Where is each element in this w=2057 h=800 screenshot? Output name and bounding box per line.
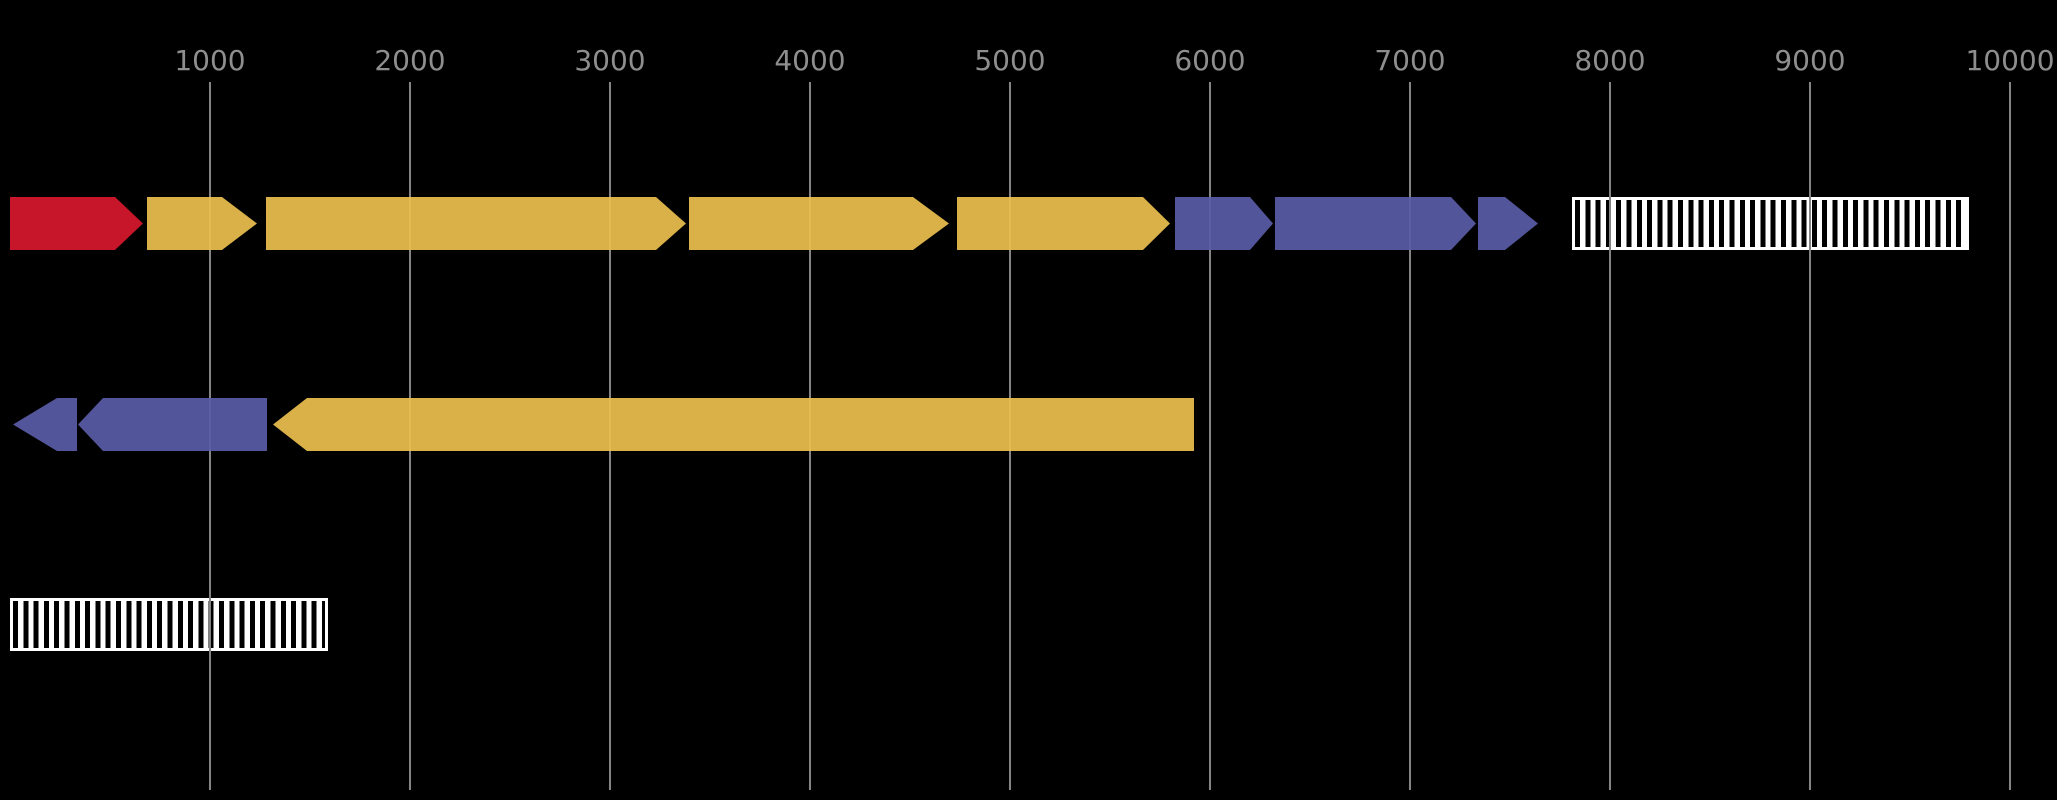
axis-tick-label: 3000 <box>574 44 646 77</box>
gene-arrow-reverse <box>273 398 1194 451</box>
axis-tick-label: 8000 <box>1574 44 1646 77</box>
gridline <box>1609 82 1611 790</box>
gridline <box>1409 82 1411 790</box>
axis-tick-label: 7000 <box>1374 44 1446 77</box>
axis-tick-label: 4000 <box>774 44 846 77</box>
gene-arrow-forward <box>266 197 686 250</box>
hatched-region-box <box>1572 197 1969 250</box>
gene-arrow-forward <box>1175 197 1273 250</box>
gridline <box>1809 82 1811 790</box>
gene-arrow-reverse <box>78 398 267 451</box>
gene-arrow-forward <box>689 197 949 250</box>
gene-arrow-forward <box>1478 197 1538 250</box>
gene-arrow-forward <box>147 197 257 250</box>
gene-arrow-forward <box>1275 197 1476 250</box>
gridline <box>2009 82 2011 790</box>
gene-arrow-forward <box>957 197 1170 250</box>
axis-tick-label: 6000 <box>1174 44 1246 77</box>
axis-tick-label: 5000 <box>974 44 1046 77</box>
gridline <box>1209 82 1211 790</box>
hatched-region-box <box>10 598 328 651</box>
gene-arrow-reverse <box>13 398 77 451</box>
axis-tick-label: 9000 <box>1774 44 1846 77</box>
gene-arrow-forward <box>10 197 143 250</box>
axis-tick-label: 2000 <box>374 44 446 77</box>
axis-tick-label: 1000 <box>174 44 246 77</box>
axis-tick-label: 10000 <box>1965 44 2055 77</box>
